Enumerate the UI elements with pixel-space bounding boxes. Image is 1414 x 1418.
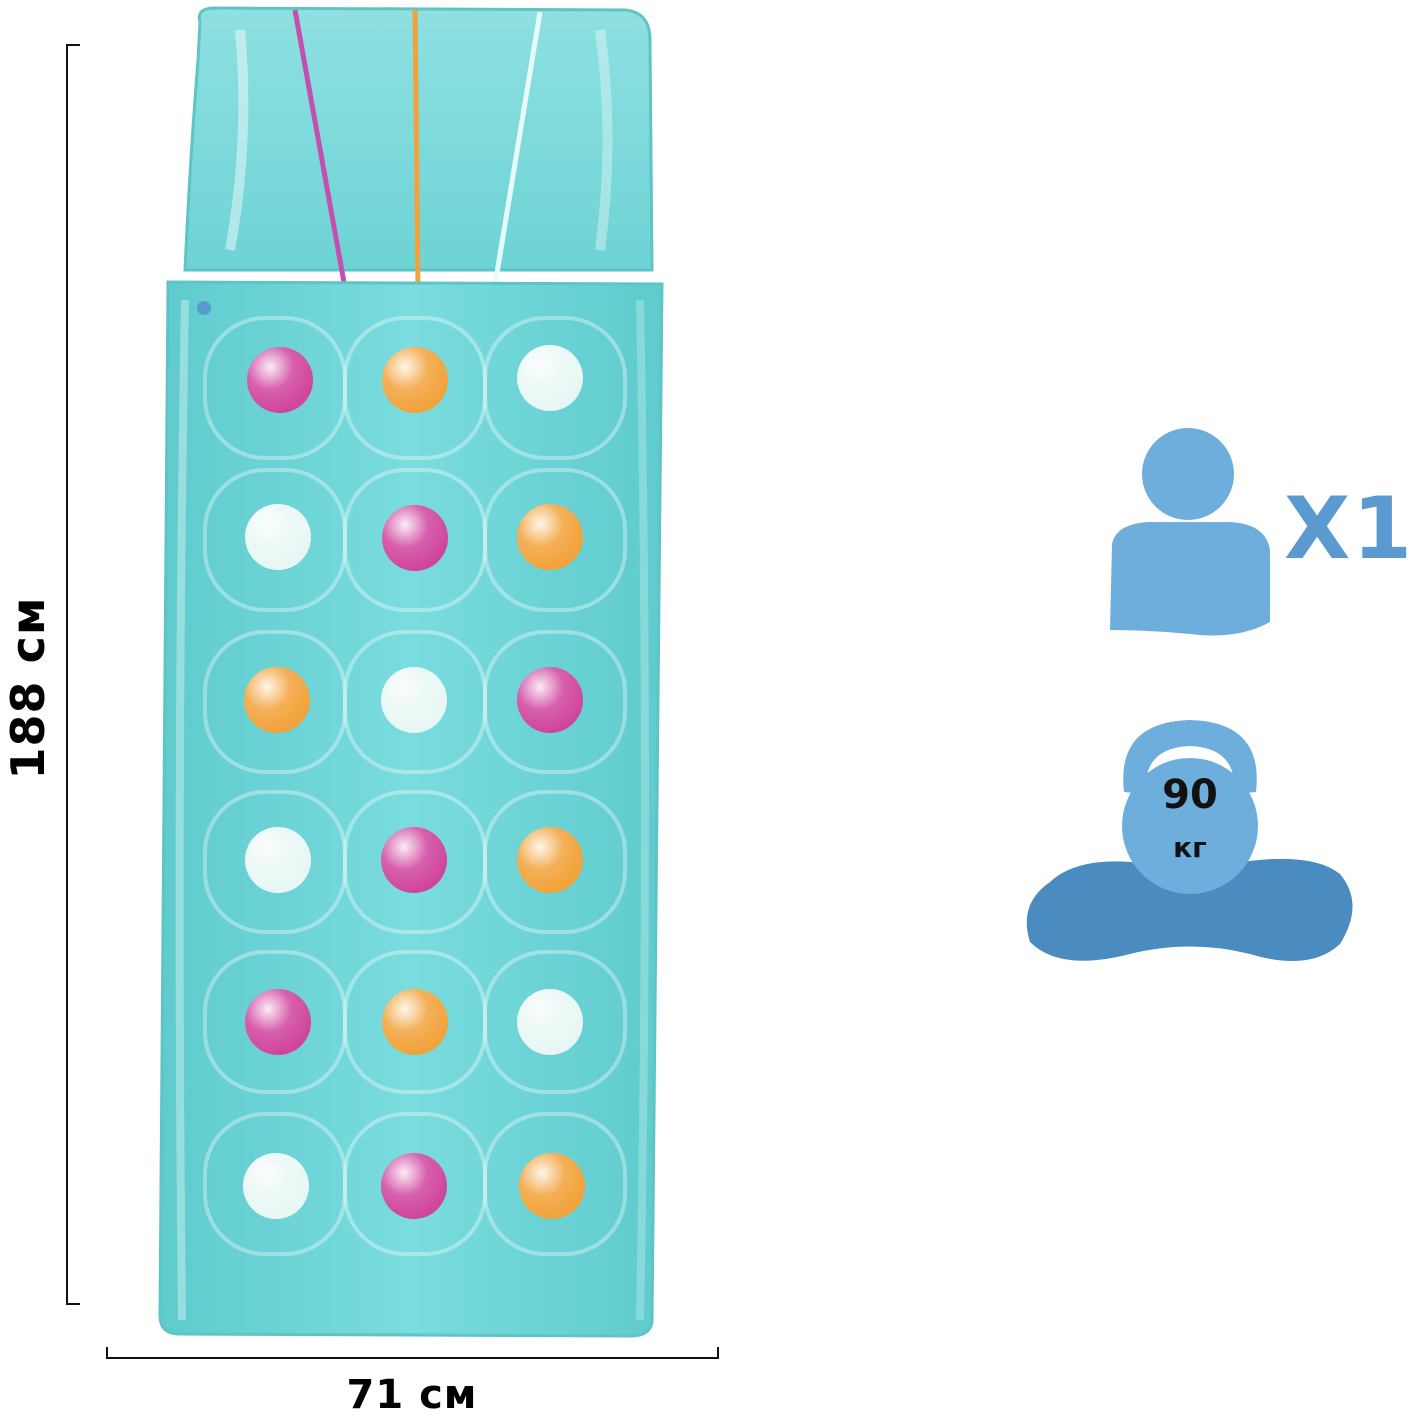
inflatable-mat-icon xyxy=(158,6,664,1338)
capacity-label: X1 xyxy=(1284,479,1414,579)
orange-stripe xyxy=(412,9,421,291)
max-load-value: 90 xyxy=(1162,772,1218,818)
valve-icon xyxy=(197,301,211,315)
dimension-tick xyxy=(66,44,80,46)
pink-stripe xyxy=(292,9,348,289)
height-label: 188 см xyxy=(1,596,55,780)
person-icon xyxy=(1110,428,1270,636)
height-dimension-line xyxy=(66,44,68,1305)
width-label: 71 см xyxy=(346,1372,478,1418)
dimension-tick xyxy=(106,1347,108,1359)
width-dimension-line xyxy=(106,1357,719,1359)
dimension-tick xyxy=(717,1347,719,1359)
mat-holes xyxy=(243,345,585,1219)
max-load-unit: кг xyxy=(1173,831,1207,864)
kettlebell-icon xyxy=(1026,720,1353,962)
white-stripe xyxy=(492,11,543,286)
dimension-tick xyxy=(66,1303,80,1305)
